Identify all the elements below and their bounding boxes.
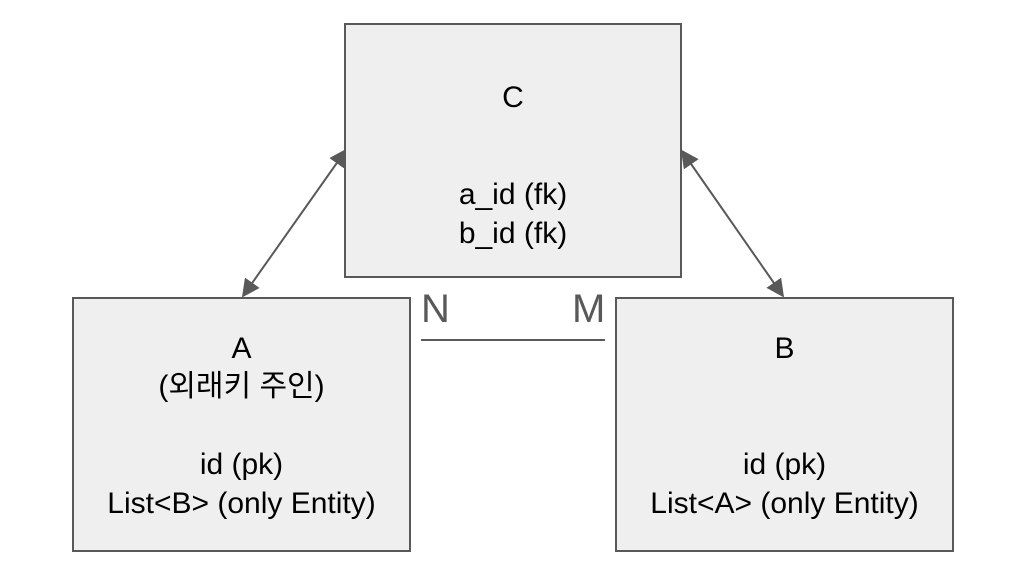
b-c-arrow: [680, 149, 785, 298]
entity-a-subtitle: (외래키 주인): [158, 370, 325, 403]
a-c-arrow: [241, 148, 348, 298]
entity-b-title: B: [774, 332, 795, 365]
entity-c-title: C: [502, 81, 524, 114]
entity-a-field: List<B> (only Entity): [107, 487, 376, 520]
entity-c-field: b_id (fk): [458, 217, 568, 250]
entity-b-box: B id (pk) List<A> (only Entity): [615, 297, 954, 552]
entity-a-title: A: [231, 332, 252, 365]
multiplicity-m-label: M: [572, 287, 606, 331]
multiplicity-n-label: N: [421, 287, 450, 331]
entity-a-box: A (외래키 주인) id (pk) List<B> (only Entity): [72, 297, 411, 552]
entity-b-field: List<A> (only Entity): [650, 487, 919, 520]
entity-b-field: id (pk): [742, 448, 827, 481]
entity-c-field: a_id (fk): [458, 178, 568, 211]
entity-c-box: C a_id (fk) b_id (fk): [344, 23, 682, 278]
entity-a-field: id (pk): [199, 448, 284, 481]
